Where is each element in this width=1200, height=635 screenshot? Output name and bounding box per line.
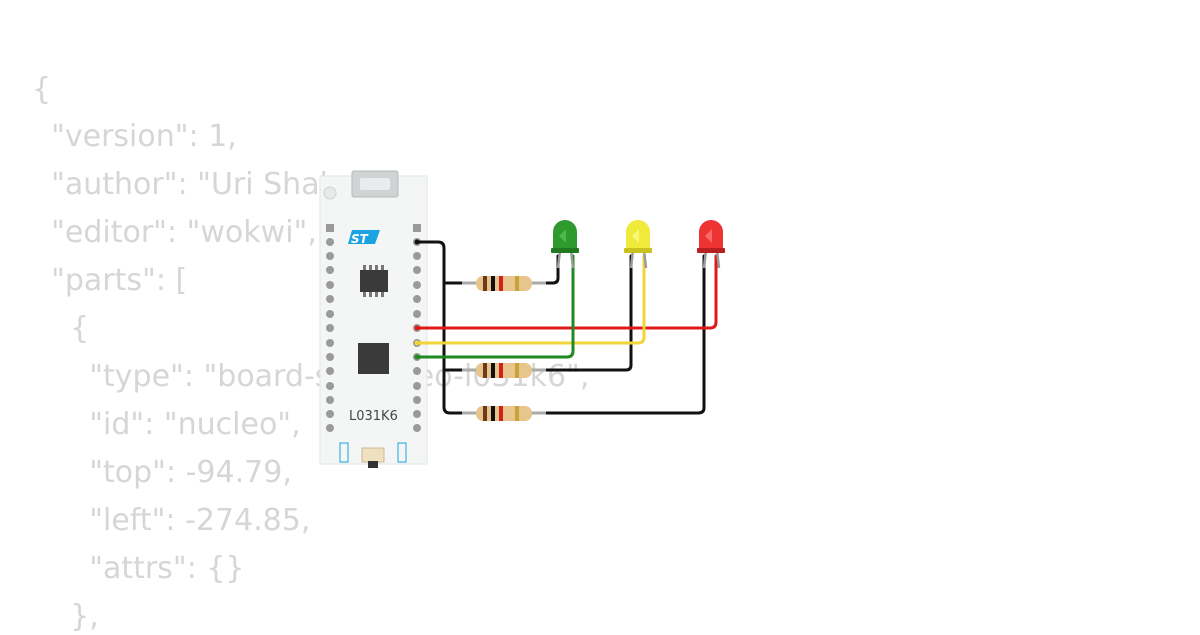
wire-black-led-yellow[interactable] [530, 254, 633, 372]
reset-button-base [368, 461, 378, 468]
led-red[interactable] [697, 220, 725, 269]
usb-port [360, 178, 390, 190]
code-line: { [32, 72, 52, 107]
st-logo-icon: ST [348, 230, 380, 246]
led-yellow[interactable] [624, 220, 652, 269]
wire-green-signal[interactable] [415, 254, 575, 359]
board-led-right [397, 442, 407, 463]
resistor-3[interactable] [462, 406, 546, 421]
code-line: "left": -274.85, [32, 503, 311, 538]
wire-endpoints [414, 239, 420, 360]
resistor-2[interactable] [462, 363, 546, 378]
code-line: }, [32, 599, 99, 634]
svg-text:ST: ST [351, 232, 369, 246]
board-led-left [339, 442, 349, 463]
wire-black-led-green[interactable] [530, 254, 560, 285]
code-line: "parts": [ [32, 263, 188, 298]
nucleo-board[interactable]: ST L031K6 [319, 170, 428, 468]
code-line: "top": -94.79, [32, 455, 292, 490]
led-green[interactable] [551, 220, 579, 269]
microcontroller-chip [358, 343, 389, 374]
wires [415, 240, 718, 415]
board-status-led [323, 186, 337, 200]
reset-button[interactable] [361, 447, 385, 463]
board-model-label: L031K6 [349, 409, 398, 424]
code-line: "editor": "wokwi", [32, 215, 317, 250]
wire-red-signal[interactable] [415, 254, 718, 330]
code-line: "id": "nucleo", [32, 407, 301, 442]
wire-yellow-signal[interactable] [415, 254, 646, 345]
code-line: "attrs": {} [32, 551, 245, 586]
wire-black-led-red[interactable] [530, 254, 706, 415]
board-pcb [319, 175, 428, 465]
left-pin-header [326, 224, 334, 432]
small-chip [360, 270, 388, 292]
resistor-1[interactable] [462, 276, 546, 291]
code-line: "version": 1, [32, 119, 237, 154]
code-line: { [32, 311, 90, 346]
